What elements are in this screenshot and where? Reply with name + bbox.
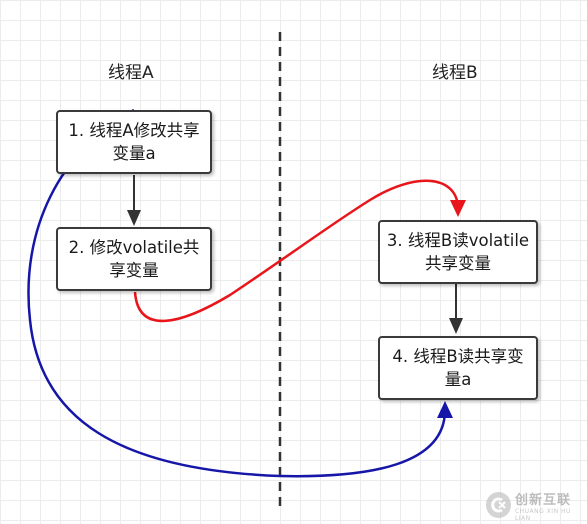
lane-a-label: 线程A: [108, 63, 154, 83]
watermark-text-en: CHUANG XIN HU LIAN: [514, 507, 571, 522]
red-curve-arrow: [133, 179, 460, 323]
lane-b-label: 线程B: [432, 63, 478, 83]
red-arrowhead: [450, 200, 466, 217]
node-4: 4. 线程B读共享变量a: [378, 336, 538, 400]
node-1: 1. 线程A修改共享变量a: [56, 110, 212, 174]
watermark-text-cn: 创新互联: [514, 492, 571, 508]
arrowhead-n1-to-n2: [127, 210, 141, 226]
watermark: 创新互联 CHUANG XIN HU LIAN: [486, 488, 586, 522]
blue-curve-arrow: [27, 108, 447, 478]
node-3: 3. 线程B读volatile共享变量: [378, 220, 538, 284]
node-2: 2. 修改volatile共享变量: [56, 227, 212, 291]
cx-logo-icon: [486, 492, 511, 518]
blue-arrowhead: [437, 401, 453, 418]
arrowhead-n3-to-n4: [449, 318, 463, 334]
